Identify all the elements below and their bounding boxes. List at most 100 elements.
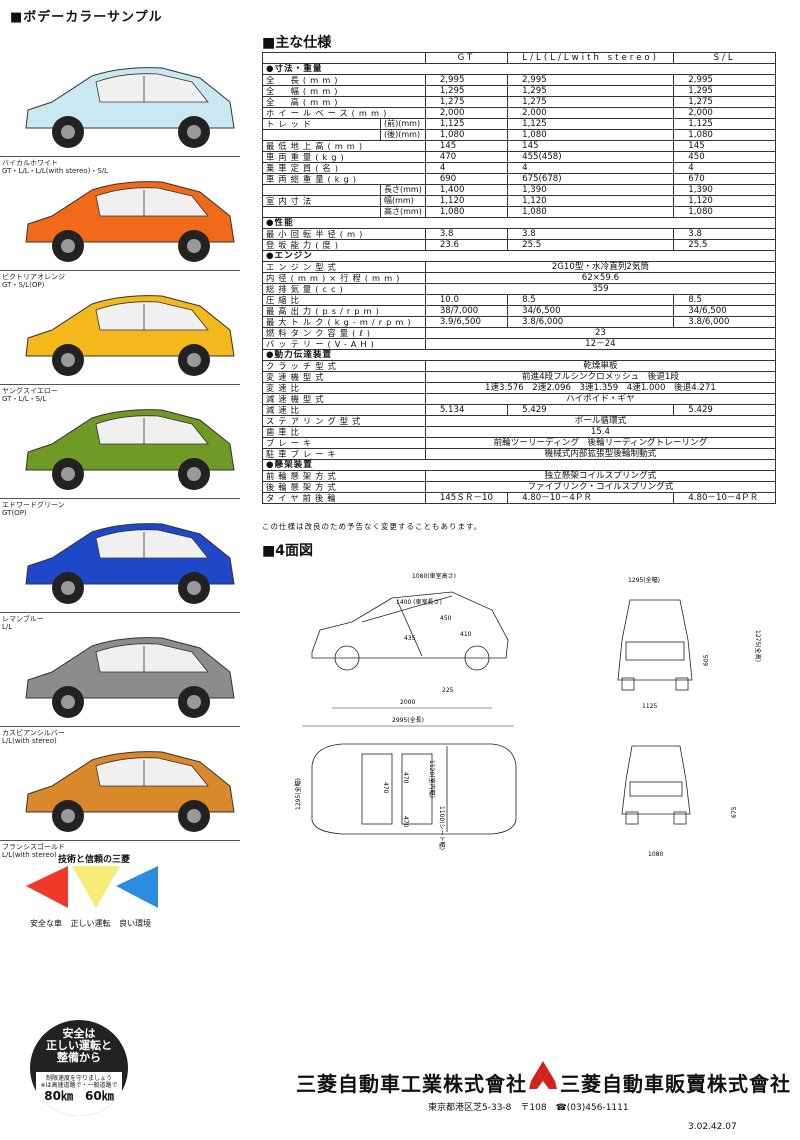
spec-cell: 4 xyxy=(507,162,675,174)
divider xyxy=(0,156,240,157)
spec-cell: バッテリー(V-AH) xyxy=(262,338,426,350)
spec-cell: 1,295 xyxy=(424,85,509,97)
spec-row: ステアリング型式ボール循環式 xyxy=(262,415,777,427)
spec-cell: 長さ(mm) xyxy=(380,184,426,196)
spec-cell: 1速3.576 2速2.096 3速1.359 4速1.000 後退4.271 xyxy=(424,382,777,394)
spec-header: S/L xyxy=(673,52,776,64)
spec-cell: ●性能 xyxy=(262,217,776,229)
spec-cell: 23 xyxy=(424,327,777,339)
spec-cell: 前進4段フルシンクロメッシュ 後退1段 xyxy=(424,371,777,383)
mitsubishi-slogan: 技術と信頼の三菱 xyxy=(58,855,131,865)
dim-top-1100: 1100(シート幅) xyxy=(438,806,446,850)
spec-cell: ハイポイド・ギヤ xyxy=(424,393,777,405)
spec-cell: 2,000 xyxy=(507,107,675,119)
spec-cell: 690 xyxy=(424,173,509,185)
spec-cell: 455(458) xyxy=(507,151,675,163)
spec-cell: 室内寸法 xyxy=(262,195,381,207)
spec-cell: ●懸架装置 xyxy=(262,459,776,471)
color-caption: エドワードグリーン GT(OP) xyxy=(2,501,65,517)
dim-top-470a: 470 xyxy=(382,782,389,794)
spec-cell: 全 長(mm) xyxy=(262,74,426,86)
dim-top-width: 1295(全幅) xyxy=(294,778,302,810)
spec-cell: 歯車比 xyxy=(262,426,426,438)
spec-cell: 乗車定員(名) xyxy=(262,162,426,174)
mitsubishi-logo xyxy=(529,1061,557,1089)
spec-cell: 4 xyxy=(673,162,776,174)
spec-row: ブレーキ前輪ツーリーディング 後輪リーディングトレーリング xyxy=(262,437,777,449)
seller-name: 三菱自動車販賣株式會社 xyxy=(560,1072,791,1096)
color-sample: ビクトリアオレンジ GT・S/L(OP) xyxy=(0,170,240,289)
spec-cell: 1,295 xyxy=(673,85,776,97)
spec-cell: 1,080 xyxy=(507,129,675,141)
color-sample: フランシスゴールド L/L(with stereo) xyxy=(0,740,240,859)
spec-cell: 15.4 xyxy=(424,426,777,438)
spec-cell: 乾燥単板 xyxy=(424,360,777,372)
spec-cell: ボール循環式 xyxy=(424,415,777,427)
dim-roof: 1080(車室高さ) xyxy=(412,572,456,580)
color-caption: カスピアンシルバー L/L(with stereo) xyxy=(2,729,65,745)
dim-front-track: 1125 xyxy=(642,703,657,710)
dim-front-605: 605 xyxy=(703,654,710,666)
spec-cell: 1,390 xyxy=(673,184,776,196)
spec-cell: 機械式内部拡張型後輪制動式 xyxy=(424,448,777,460)
dim-rear-675: 675 xyxy=(731,806,738,818)
divider xyxy=(0,270,240,271)
spec-cell: 3.8/6,000 xyxy=(673,316,776,328)
spec-cell: ●動力伝達装置 xyxy=(262,349,776,361)
spec-cell: 145 xyxy=(424,140,509,152)
spec-cell: 359 xyxy=(424,283,777,295)
spec-cell: 670 xyxy=(673,173,776,185)
dim-225: 225 xyxy=(442,687,454,694)
spec-row: 燃料タンク容量(ℓ)23 xyxy=(262,327,777,339)
color-caption: ヤングスイエロー GT・L/L・S/L xyxy=(2,387,58,403)
dim-wheelbase: 2000 xyxy=(400,699,415,706)
spec-cell: 34/6,500 xyxy=(673,305,776,317)
triangle-labels: 安全な車 正しい運転 良い環境 xyxy=(30,918,170,929)
spec-cell: 2G10型・水冷直列2気筒 xyxy=(424,261,777,273)
color-sample: ヤングスイエロー GT・L/L・S/L xyxy=(0,284,240,403)
spec-cell: 3.8 xyxy=(673,228,776,240)
spec-cell: 3.9/6,500 xyxy=(424,316,509,328)
spec-row: 変速機型式前進4段フルシンクロメッシュ 後退1段 xyxy=(262,371,777,383)
spec-cell: (前)(mm) xyxy=(380,118,426,130)
car-side-image xyxy=(25,409,235,490)
spec-cell: 内径(mm)×行程(mm) xyxy=(262,272,426,284)
side-view xyxy=(311,591,509,671)
color-sample: エドワードグリーン GT(OP) xyxy=(0,398,240,517)
four-view-drawing: 1080(車室高さ) 1400 (車室長さ) 435 450 410 225 2… xyxy=(294,572,762,858)
spec-row: 後輪懸架方式ファイブリンク・コイルスプリング式 xyxy=(262,481,777,493)
spec-cell: 前輪懸架方式 xyxy=(262,470,426,482)
maker-name: 三菱自動車工業株式會社 xyxy=(296,1072,527,1096)
color-caption: バイカルホワイト GT・L/L・L/L(with stereo)・S/L xyxy=(2,159,109,175)
spec-cell: 450 xyxy=(673,151,776,163)
spec-header: GT xyxy=(424,52,509,64)
car-side-image xyxy=(25,751,235,832)
spec-header xyxy=(262,52,426,64)
spec-cell: 5.134 xyxy=(424,404,509,416)
spec-cell: 25.5 xyxy=(673,239,776,251)
spec-section-row: ●エンジン xyxy=(262,250,776,262)
spec-row: バッテリー(V-AH)12－24 xyxy=(262,338,777,350)
spec-cell: (後)(mm) xyxy=(380,129,426,141)
spec-cell: ブレーキ xyxy=(262,437,426,449)
spec-row: 内径(mm)×行程(mm)62×59.6 xyxy=(262,272,777,284)
dim-length: 2995(全長) xyxy=(392,716,424,724)
spec-cell: 1,080 xyxy=(507,206,675,218)
spec-section-row: ●動力伝達装置 xyxy=(262,349,776,361)
spec-title: ■主な仕様 xyxy=(262,35,332,51)
spec-cell: 1,120 xyxy=(507,195,675,207)
spec-cell: 後輪懸架方式 xyxy=(262,481,426,493)
spec-cell: 4 xyxy=(424,162,509,174)
divider xyxy=(0,498,240,499)
spec-cell: 車両重量(kg) xyxy=(262,151,426,163)
spec-cell: エンジン型式 xyxy=(262,261,426,273)
spec-cell: 23.6 xyxy=(424,239,509,251)
